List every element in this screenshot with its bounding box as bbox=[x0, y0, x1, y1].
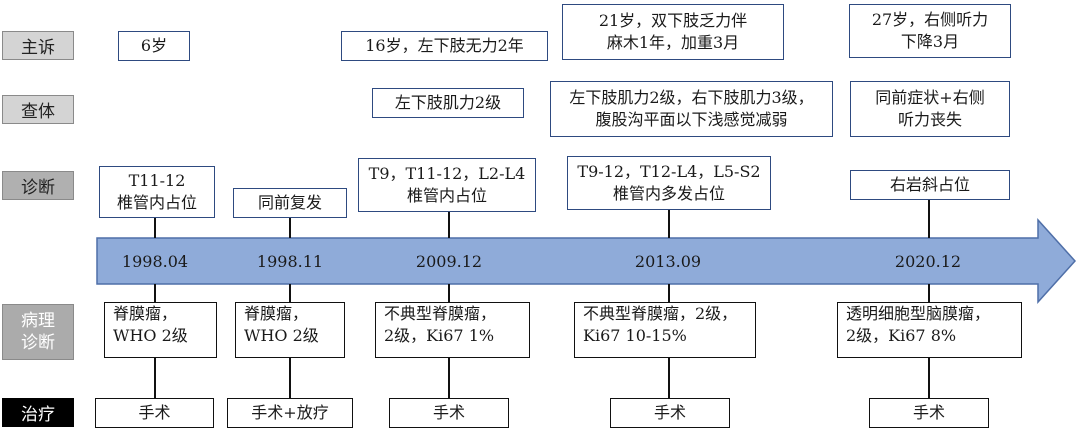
pathology-box-2013-09: 不典型脊膜瘤，2级， Ki67 10-15% bbox=[574, 302, 756, 358]
treatment-box-2020-12: 手术 bbox=[869, 398, 989, 428]
diagnosis-text-line2: 椎管内占位 bbox=[116, 193, 197, 212]
connector-2009-12-top bbox=[448, 212, 450, 238]
diagnosis-box-1998-04: T11-12 椎管内占位 bbox=[99, 166, 215, 218]
complaint-text: 6岁 bbox=[140, 36, 168, 55]
connector-2020-12-top bbox=[928, 200, 930, 238]
connector-1998-11-top bbox=[289, 218, 291, 238]
pathology-text-line1: 脊膜瘤， bbox=[244, 304, 309, 323]
row-label-pathology-line1: 病理 bbox=[21, 311, 55, 331]
complaint-box-1998-04: 6岁 bbox=[118, 31, 190, 61]
pathology-box-2009-12: 不典型脊膜瘤， 2级，Ki67 1% bbox=[375, 302, 530, 358]
row-label-exam: 查体 bbox=[2, 95, 74, 124]
treatment-box-1998-04: 手术 bbox=[95, 398, 214, 428]
row-label-pathology-line2: 诊断 bbox=[21, 333, 55, 353]
exam-text-line2: 听力丧失 bbox=[897, 110, 962, 129]
date-1998-11: 1998.11 bbox=[256, 252, 324, 271]
diagnosis-box-2020-12: 右岩斜占位 bbox=[850, 170, 1010, 200]
connector-2013-09-top bbox=[668, 210, 670, 238]
exam-box-2020-12: 同前症状+右侧 听力丧失 bbox=[850, 81, 1010, 137]
exam-box-2009-12: 左下肢肌力2级 bbox=[372, 88, 524, 118]
pathology-text-line2: 2级，Ki67 8% bbox=[846, 326, 957, 345]
treatment-text: 手术 bbox=[912, 403, 945, 422]
complaint-text-line1: 27岁，右侧听力 bbox=[871, 10, 989, 29]
connector-1998-04-top bbox=[154, 218, 156, 238]
pathology-text-line2: WHO 2级 bbox=[244, 326, 319, 345]
exam-text-line1: 左下肢肌力2级，右下肢肌力3级， bbox=[569, 88, 814, 107]
row-label-treatment: 治疗 bbox=[2, 398, 74, 427]
diagnosis-text: 右岩斜占位 bbox=[889, 175, 970, 194]
pathology-box-1998-11: 脊膜瘤， WHO 2级 bbox=[235, 302, 345, 358]
pathology-text-line2: Ki67 10-15% bbox=[583, 326, 687, 345]
diagnosis-box-1998-11: 同前复发 bbox=[233, 188, 347, 218]
pathology-box-2020-12: 透明细胞型脑膜瘤， 2级，Ki67 8% bbox=[837, 302, 1022, 358]
treatment-box-2013-09: 手术 bbox=[610, 398, 730, 428]
pathology-text-line1: 不典型脊膜瘤，2级， bbox=[583, 304, 738, 323]
pathology-text-line1: 脊膜瘤， bbox=[113, 304, 178, 323]
treatment-text: 手术 bbox=[432, 403, 465, 422]
date-2020-12: 2020.12 bbox=[894, 252, 962, 271]
diagnosis-text-line1: T9，T11-12，L2-L4 bbox=[368, 164, 526, 183]
pathology-text-line2: 2级，Ki67 1% bbox=[384, 326, 495, 345]
complaint-text-line2: 下降3月 bbox=[900, 32, 960, 51]
diagnosis-box-2013-09: T9-12，T12-L4，L5-S2 椎管内多发占位 bbox=[567, 156, 771, 210]
date-2009-12: 2009.12 bbox=[415, 252, 483, 271]
complaint-box-2009-12: 16岁，左下肢无力2年 bbox=[341, 31, 548, 61]
row-label-diagnosis: 诊断 bbox=[2, 171, 74, 200]
pathology-text-line1: 不典型脊膜瘤， bbox=[384, 304, 497, 323]
pathology-box-1998-04: 脊膜瘤， WHO 2级 bbox=[104, 302, 217, 358]
complaint-text-line1: 21岁，双下肢乏力伴 bbox=[598, 11, 748, 30]
complaint-box-2013-09: 21岁，双下肢乏力伴 麻木1年，加重3月 bbox=[562, 4, 784, 60]
exam-text-line1: 同前症状+右侧 bbox=[875, 88, 985, 107]
diagnosis-box-2009-12: T9，T11-12，L2-L4 椎管内占位 bbox=[358, 158, 536, 212]
treatment-text: 手术 bbox=[138, 403, 171, 422]
date-2013-09: 2013.09 bbox=[634, 252, 702, 271]
treatment-box-2009-12: 手术 bbox=[389, 398, 509, 428]
treatment-box-1998-11: 手术+放疗 bbox=[227, 398, 353, 428]
row-label-complaint: 主诉 bbox=[2, 31, 74, 60]
exam-text-line2: 腹股沟平面以下浅感觉减弱 bbox=[595, 110, 788, 129]
date-1998-04: 1998.04 bbox=[121, 252, 189, 271]
timeline-arrow-shape bbox=[96, 218, 1077, 304]
complaint-text: 16岁，左下肢无力2年 bbox=[365, 36, 524, 55]
complaint-text-line2: 麻木1年，加重3月 bbox=[606, 33, 740, 52]
row-label-pathology: 病理 诊断 bbox=[2, 304, 74, 360]
exam-box-2013-09: 左下肢肌力2级，右下肢肌力3级， 腹股沟平面以下浅感觉减弱 bbox=[550, 81, 833, 137]
treatment-text: 手术+放疗 bbox=[251, 403, 329, 422]
diagnosis-text-line1: T9-12，T12-L4，L5-S2 bbox=[577, 162, 761, 181]
diagnosis-text-line2: 椎管内多发占位 bbox=[612, 184, 725, 203]
diagnosis-text-line1: T11-12 bbox=[128, 171, 186, 190]
diagnosis-text-line2: 椎管内占位 bbox=[406, 186, 487, 205]
diagnosis-text: 同前复发 bbox=[257, 193, 322, 212]
treatment-text: 手术 bbox=[653, 403, 686, 422]
exam-text: 左下肢肌力2级 bbox=[394, 93, 502, 112]
pathology-text-line2: WHO 2级 bbox=[113, 326, 188, 345]
complaint-box-2020-12: 27岁，右侧听力 下降3月 bbox=[849, 4, 1011, 58]
pathology-text-line1: 透明细胞型脑膜瘤， bbox=[846, 304, 991, 323]
